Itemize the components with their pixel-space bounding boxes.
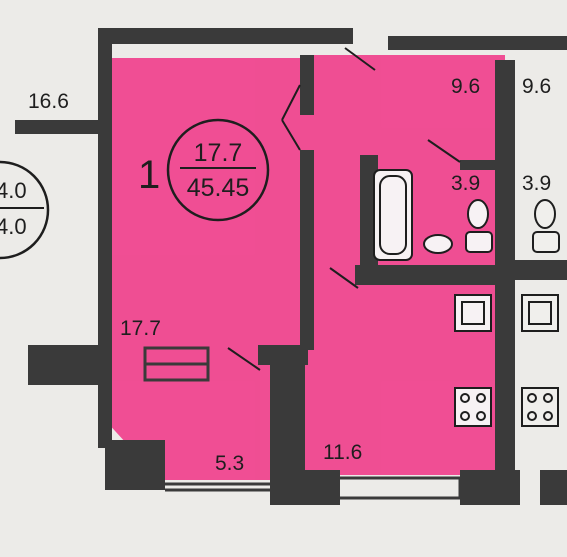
balcony-area: 5.3 [215, 452, 244, 475]
neighbor-circle-bottom: 4.0 [0, 214, 27, 239]
toilet-icon [465, 199, 493, 253]
walls [15, 28, 567, 505]
bathtub-icon [373, 169, 413, 261]
neighbor-toilet-icon [532, 199, 560, 253]
room-area: 17.7 [120, 317, 161, 340]
sink-icon [423, 234, 453, 254]
area-badge [166, 118, 270, 222]
windows [143, 346, 462, 500]
neighbor-bathroom-area: 3.9 [522, 172, 551, 195]
neighbor-left-area: 16.6 [28, 90, 69, 113]
total-area: 45.45 [187, 174, 250, 202]
room-number: 1 [138, 153, 160, 197]
stove-icon [454, 387, 492, 427]
doors [227, 47, 461, 371]
kitchen-sink-icon [454, 294, 492, 332]
neighbor-kitchen-sink-icon [521, 294, 559, 332]
kitchen-area: 11.6 [323, 441, 362, 464]
neighbor-stove-icon [521, 387, 559, 427]
living-area: 17.7 [194, 139, 243, 167]
neighbor-area-badge [0, 160, 50, 260]
corridor-area: 9.6 [451, 75, 480, 98]
neighbor-circle-top: 4.0 [0, 178, 27, 203]
neighbor-corridor-area: 9.6 [522, 75, 551, 98]
bathroom-area: 3.9 [451, 172, 480, 195]
